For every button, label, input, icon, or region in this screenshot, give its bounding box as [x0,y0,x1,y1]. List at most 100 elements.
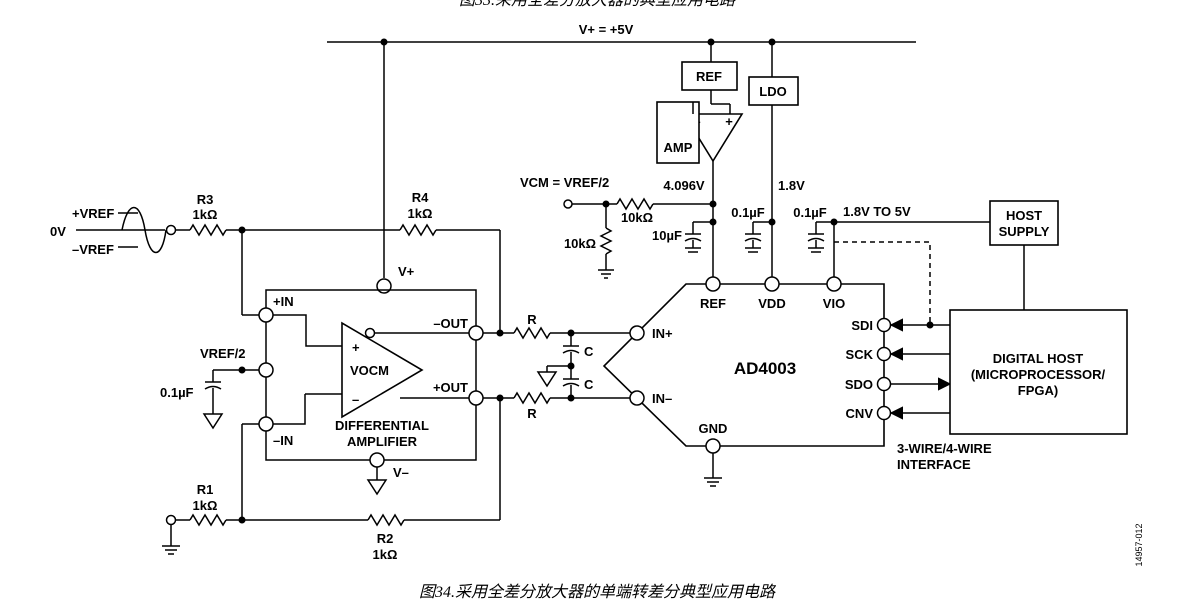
op-amp-vocm: VOCM [350,363,389,378]
c-bottom-label: C [584,377,594,392]
adc-gnd-label: GND [699,421,728,436]
amp-vplus-label: V+ [398,264,415,279]
amp-vocm-pin [258,362,274,378]
adc-in-minus-pin [629,390,645,406]
ref-voltage-label: 4.096V [663,178,705,193]
amp-box-label: AMP [664,140,693,155]
amp-plus-out-label: +OUT [433,380,468,395]
vcm-series-value: 10kΩ [621,210,653,225]
minus-in-inner-wire [273,394,306,425]
adc-vio-label: VIO [823,296,845,311]
amp-plus-in-pin [258,307,274,323]
r3-name: R3 [197,192,214,207]
adc-in-plus-pin [629,325,645,341]
amp-box [656,101,700,164]
top-caption: 图33.采用全差分放大器的典型应用电路 [459,0,737,9]
r1-name: R1 [197,482,214,497]
r4-resistor [399,223,437,237]
vdd-cap-value: 0.1µF [731,205,765,220]
vcm-series-resistor [616,197,654,211]
adc-sdi-pin [876,317,892,333]
ldo-box [748,76,799,106]
amp-minus-in-label: –IN [273,433,293,448]
vio-range-label: 1.8V TO 5V [843,204,911,219]
vcm-shunt-resistor [599,227,613,255]
r2-resistor [367,513,405,527]
r-top-resistor [513,326,551,340]
adc-ref-label: REF [700,296,726,311]
adc-name: AD4003 [734,359,796,378]
op-amp-plus: + [352,340,360,355]
vio-sdi-dashed-link [834,241,931,324]
vio-cap-value: 0.1µF [793,205,827,220]
amp-plus-in-label: +IN [273,294,294,309]
vdd-capacitor [744,237,762,242]
adc-sdo-label: SDO [845,377,873,392]
amp-name-line1: DIFFERENTIAL [335,418,429,433]
adc-sdi-label: SDI [851,318,873,333]
c-top-capacitor [562,349,580,354]
amp-vplus-pin [376,278,392,294]
interface-label-line1: 3-WIRE/4-WIRE [897,441,992,456]
ldo-voltage-label: 1.8V [778,178,805,193]
r3-value: 1kΩ [193,207,218,222]
r4-name: R4 [412,190,429,205]
op-amp-inverting-bubble [364,327,376,339]
r1-resistor [189,513,227,527]
adc-ref-pin [705,276,721,292]
adc-cnv-label: CNV [846,406,874,421]
r1-terminal [165,514,177,526]
adc-chip [602,283,885,447]
r-bottom-resistor [513,391,551,405]
junction-dot [238,366,246,374]
adc-vdd-label: VDD [758,296,785,311]
figure-caption: 图34.采用全差分放大器的单端转差分典型应用电路 [419,583,777,601]
ground-icon [536,371,558,388]
ldo-label: LDO [759,84,786,99]
ground-icon [202,413,224,430]
input-zero-label: 0V [50,224,66,239]
amp-minus-out-pin [468,325,484,341]
digital-host-box [949,309,1128,435]
adc-sck-label: SCK [846,347,874,362]
ref-box-label: REF [696,69,722,84]
ref-cap-value: 10µF [652,228,682,243]
input-terminal [165,224,177,236]
adc-sdo-pin [876,376,892,392]
amp-minus-in-pin [258,416,274,432]
input-vref-pos-label: +VREF [72,206,114,221]
r3-resistor [189,223,227,237]
c-top-label: C [584,344,594,359]
vcm-shunt-value: 10kΩ [564,236,596,251]
ref-capacitor [684,237,702,242]
c-bottom-capacitor [562,382,580,387]
host-supply-line1: HOST [1006,208,1042,223]
adc-in-minus-label: IN– [652,391,672,406]
r2-name: R2 [377,531,394,546]
junction-dot [926,321,934,329]
amp-vminus-label: V– [393,465,409,480]
digital-host-line3: FPGA) [1018,383,1058,398]
ref-amp-plus: + [725,114,733,129]
amp-plus-out-pin [468,390,484,406]
adc-sck-pin [876,346,892,362]
host-supply-line2: SUPPLY [999,224,1050,239]
r-bottom-label: R [527,406,537,421]
interface-label-line2: INTERFACE [897,457,971,472]
figure-id: 14957-012 [1134,523,1144,566]
adc-vdd-pin [764,276,780,292]
digital-host-line1: DIGITAL HOST [993,351,1084,366]
vcm-label: VCM = VREF/2 [520,175,609,190]
adc-vio-pin [826,276,842,292]
amp-minus-out-label: –OUT [433,316,468,331]
plus-in-wire [273,314,342,347]
rail-label: V+ = +5V [579,22,634,37]
r4-value: 1kΩ [408,206,433,221]
r1-value: 1kΩ [193,498,218,513]
r-top-label: R [527,312,537,327]
vocm-cap-value: 0.1µF [160,385,194,400]
amp-name-line2: AMPLIFIER [347,434,418,449]
junction-dot [496,394,504,402]
vocm-capacitor [204,385,222,390]
